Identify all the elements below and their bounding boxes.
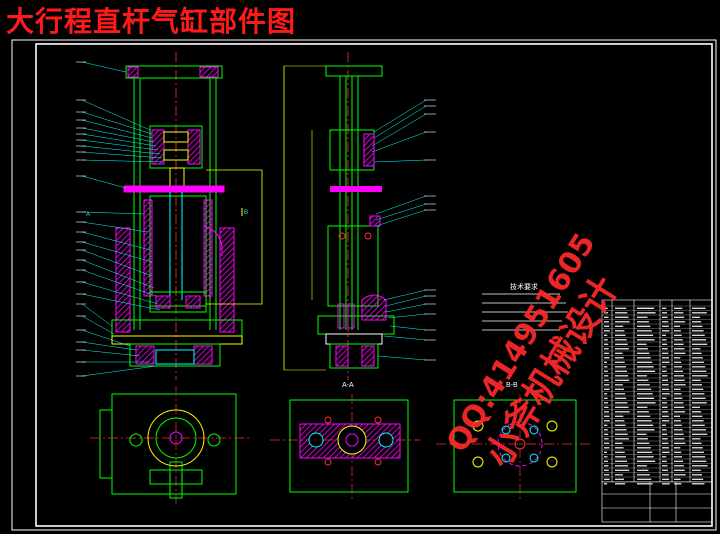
- view-label-bb: B-B: [506, 382, 518, 389]
- bottom-view-right: [436, 394, 590, 500]
- bottom-view-left: [90, 386, 250, 506]
- section-label-aa: A-A: [342, 382, 354, 389]
- drawing-title: 大行程直杆气缸部件图: [6, 5, 297, 38]
- tech-requirements-notes: [482, 293, 568, 331]
- side-view: [283, 52, 395, 380]
- main-section-view: A B: [86, 52, 263, 380]
- svg-text:B: B: [244, 210, 248, 216]
- svg-text:A: A: [86, 212, 90, 218]
- parts-list-rows: [602, 305, 712, 482]
- tech-requirements-title: 技术要求: [510, 284, 538, 291]
- side-view-leader-ticks: [424, 99, 436, 361]
- main-view-leader-ticks: [76, 61, 86, 377]
- side-view-leaders: [371, 99, 427, 361]
- parts-list-table: [601, 299, 713, 523]
- drawing-frame: [11, 39, 717, 531]
- main-view-leaders: [81, 61, 165, 377]
- parts-list-cells: [604, 307, 708, 485]
- bottom-view-section-aa: [270, 394, 420, 500]
